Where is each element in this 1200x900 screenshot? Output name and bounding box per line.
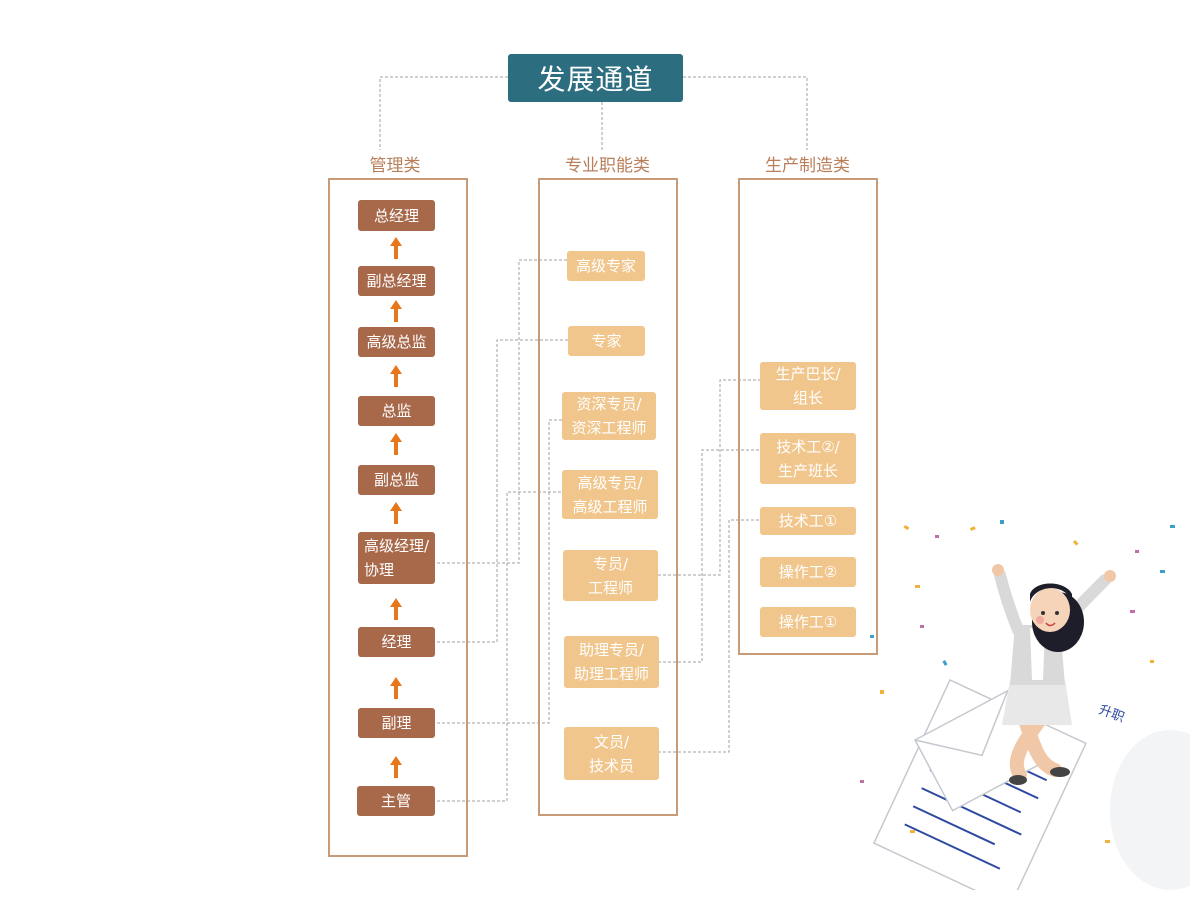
box-assistant-specialist: 助理专员/ 助理工程师 [564, 636, 659, 688]
box-manager: 经理 [358, 627, 435, 657]
up-arrow-icon [390, 237, 402, 259]
up-arrow-icon [390, 300, 402, 322]
up-arrow-icon [390, 433, 402, 455]
production-column-frame [738, 178, 878, 655]
box-senior-manager: 高级经理/ 协理 [358, 532, 435, 584]
title-to-production-line [683, 76, 808, 150]
up-arrow-icon [390, 677, 402, 699]
link-deputy-manager-veteran [437, 419, 562, 724]
box-general-manager: 总经理 [358, 200, 435, 231]
box-senior-expert: 高级专家 [567, 251, 645, 281]
box-operator-2: 操作工② [760, 557, 856, 587]
column-header-management: 管理类 [369, 156, 421, 176]
column-header-production: 生产制造类 [765, 156, 850, 176]
paper-label: 升职 [1097, 703, 1127, 726]
professional-column-frame [538, 178, 678, 816]
box-deputy-director: 副总监 [358, 465, 435, 495]
link-specialist-leader [658, 379, 760, 576]
management-column-frame [328, 178, 468, 857]
box-specialist: 专员/ 工程师 [563, 550, 658, 601]
link-senior-manager-senior-expert [437, 259, 567, 564]
box-deputy-general-manager: 副总经理 [358, 266, 435, 296]
box-production-leader: 生产巴长/ 组长 [760, 362, 856, 410]
column-header-professional: 专业职能类 [565, 156, 650, 176]
box-deputy-manager: 副理 [358, 708, 435, 738]
box-clerk: 文员/ 技术员 [564, 727, 659, 780]
up-arrow-icon [390, 365, 402, 387]
link-clerk-tech1 [658, 519, 760, 753]
up-arrow-icon [390, 756, 402, 778]
link-assistant-tech2 [658, 449, 760, 663]
up-arrow-icon [390, 502, 402, 524]
box-director: 总监 [358, 396, 435, 426]
celebration-illustration: 升职 [860, 520, 1190, 890]
box-technician-1: 技术工① [760, 507, 856, 535]
up-arrow-icon [390, 598, 402, 620]
title-to-management-line [379, 76, 508, 150]
box-operator-1: 操作工① [760, 607, 856, 637]
box-veteran-specialist: 资深专员/ 资深工程师 [562, 392, 656, 440]
box-technician-2: 技术工②/ 生产班长 [760, 433, 856, 484]
box-supervisor: 主管 [357, 786, 435, 816]
box-expert: 专家 [568, 326, 645, 356]
page-title: 发展通道 [508, 54, 683, 102]
box-senior-director: 高级总监 [358, 327, 435, 357]
box-senior-specialist: 高级专员/ 高级工程师 [562, 470, 658, 519]
link-supervisor-senior [437, 491, 562, 802]
